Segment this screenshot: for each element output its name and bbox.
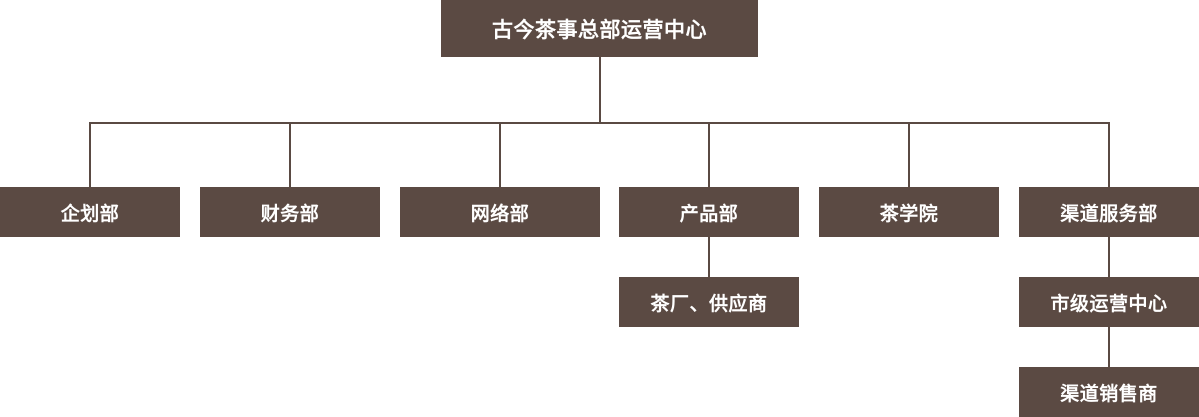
dept-node-label: 网络部: [470, 202, 530, 225]
dept-node-label: 渠道服务部: [1060, 202, 1158, 225]
dept-node-label: 财务部: [260, 202, 320, 225]
dept-node-tea-academy: 茶学院: [819, 187, 999, 237]
sub-node-label: 渠道销售商: [1060, 382, 1158, 405]
dept-node-label: 企划部: [60, 202, 120, 225]
sub-node-label: 市级运营中心: [1050, 292, 1168, 315]
sub-node-label: 茶厂、供应商: [650, 292, 768, 315]
dept-node-network: 网络部: [400, 187, 600, 237]
dept-node-label: 产品部: [679, 202, 739, 225]
dept-node-product: 产品部: [619, 187, 799, 237]
root-node-hq-operations: 古今茶事总部运营中心: [441, 0, 758, 57]
dept-node-finance: 财务部: [200, 187, 380, 237]
root-node-label: 古今茶事总部运营中心: [492, 17, 707, 42]
dept-node-planning: 企划部: [0, 187, 180, 237]
dept-node-channel-services: 渠道服务部: [1019, 187, 1199, 237]
dept-node-label: 茶学院: [879, 202, 939, 225]
sub-node-tea-factory-suppliers: 茶厂、供应商: [619, 277, 799, 327]
sub-node-channel-dealers: 渠道销售商: [1019, 367, 1199, 417]
sub-node-city-operations-center: 市级运营中心: [1019, 277, 1199, 327]
